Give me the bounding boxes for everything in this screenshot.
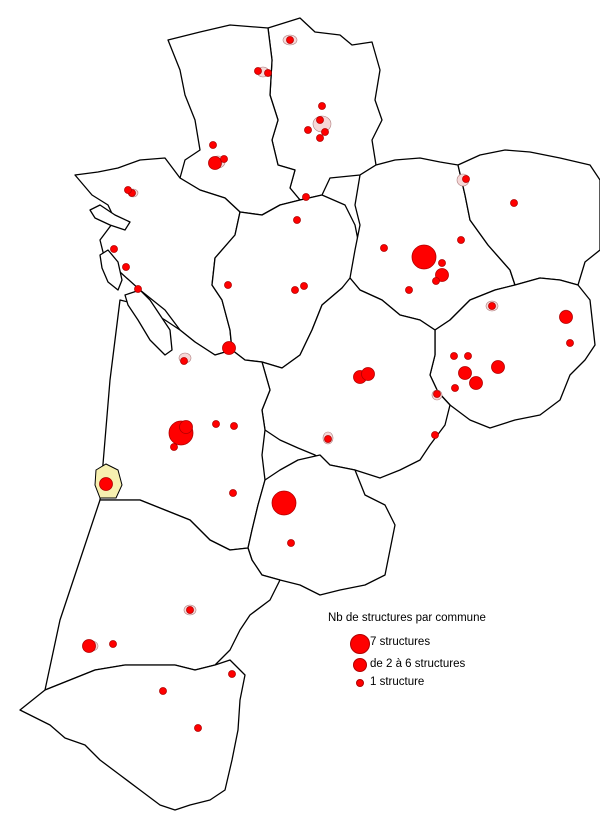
marker-2-6-structures [458,366,472,380]
marker-1-structure [254,67,262,75]
marker-2-6-structures [179,420,193,434]
marker-1-structure [124,186,132,194]
marker-1-structure [230,422,238,430]
structure-markers [82,36,574,732]
marker-1-structure [180,357,188,365]
marker-1-structure [264,69,272,77]
marker-1-structure [304,126,312,134]
marker-1-structure [159,687,167,695]
marker-1-structure [431,431,439,439]
marker-2-6-structures [99,477,113,491]
department-boundaries [19,17,600,811]
island-oleron [99,249,123,291]
marker-1-structure [300,282,308,290]
marker-1-structure [316,116,324,124]
marker-1-structure [405,286,413,294]
legend-label-large: 7 structures [370,636,431,648]
gironde-estuary [124,289,173,356]
legend-marker-small [356,679,364,687]
marker-1-structure [318,102,326,110]
marker-1-structure [229,489,237,497]
marker-1-structure [220,155,228,163]
marker-1-structure [293,216,301,224]
marker-1-structure [450,352,458,360]
marker-1-structure [457,236,465,244]
marker-1-structure [302,193,310,201]
marker-1-structure [566,339,574,347]
department-pyrenees-atlantiques [19,659,246,811]
marker-1-structure [134,285,142,293]
marker-1-structure [432,277,440,285]
marker-1-structure [194,724,202,732]
marker-1-structure [209,141,217,149]
marker-2-6-structures [361,367,375,381]
marker-1-structure [212,420,220,428]
marker-1-structure [170,443,178,451]
marker-1-structure [228,670,236,678]
marker-1-structure [122,263,130,271]
marker-1-structure [224,281,232,289]
marker-1-structure [380,244,388,252]
marker-1-structure [109,640,117,648]
marker-2-6-structures [208,156,222,170]
marker-2-6-structures [559,310,573,324]
island-re [89,204,131,231]
marker-1-structure [438,259,446,267]
coastal-islands [89,204,173,356]
marker-7-structures [411,244,437,270]
legend-marker-medium [353,658,367,672]
marker-1-structure [433,390,441,398]
legend-marker-large [350,634,370,654]
legend-label-medium: de 2 à 6 structures [370,658,466,670]
legend-title: Nb de structures par commune [328,612,486,624]
marker-2-6-structures [491,360,505,374]
marker-1-structure [291,286,299,294]
marker-2-6-structures [82,639,96,653]
marker-1-structure [488,302,496,310]
marker-2-6-structures [222,341,236,355]
marker-7-structures [271,490,297,516]
marker-1-structure [321,128,329,136]
marker-1-structure [110,245,118,253]
marker-1-structure [324,435,332,443]
legend-label-small: 1 structure [370,676,425,688]
marker-1-structure [462,175,470,183]
marker-1-structure [186,606,194,614]
marker-1-structure [286,36,294,44]
marker-1-structure [510,199,518,207]
marker-1-structure [316,134,324,142]
marker-1-structure [464,352,472,360]
legend: Nb de structures par commune 7 structure… [328,612,588,702]
marker-1-structure [451,384,459,392]
marker-2-6-structures [469,376,483,390]
department-creuse [457,149,600,286]
marker-1-structure [287,539,295,547]
